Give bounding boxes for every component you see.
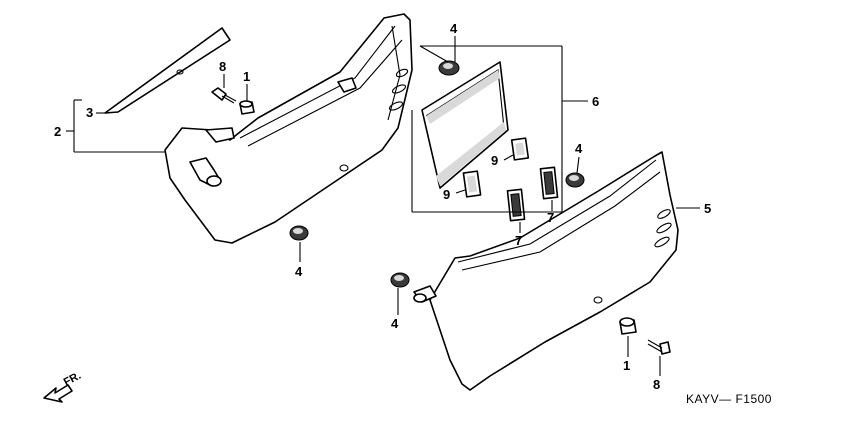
screw-right (647, 339, 671, 355)
label-caution-a (506, 188, 526, 222)
screw-left (211, 87, 237, 104)
grommet-left-lower (289, 225, 309, 241)
collar-left (239, 100, 255, 115)
label-set (421, 61, 509, 189)
right-side-cover (413, 151, 679, 391)
callout-3: 3 (86, 105, 93, 120)
callout-4-center: 4 (391, 316, 399, 331)
callout-4-top: 4 (450, 21, 458, 36)
callout-8-left: 8 (219, 59, 226, 74)
label-small-a (510, 137, 530, 161)
callout-8-right: 8 (653, 377, 660, 392)
callouts: 3 2 8 1 4 6 9 9 4 7 7 5 4 4 1 8 (54, 21, 711, 392)
grommet-center (390, 272, 410, 288)
direction-label: FR. (62, 370, 83, 389)
callout-7-left: 7 (515, 233, 522, 248)
front-direction-arrow: FR. (43, 370, 83, 403)
callout-9-lower: 9 (443, 187, 450, 202)
callout-5: 5 (704, 201, 711, 216)
emblem-strip (104, 27, 231, 114)
callout-7-right: 7 (547, 210, 554, 225)
callout-9-upper: 9 (491, 153, 498, 168)
callout-1-right: 1 (623, 358, 630, 373)
collar-right (619, 317, 637, 335)
diagram-code: KAYV— F1500 (686, 392, 772, 406)
label-small-b (462, 170, 482, 198)
grommet-right (565, 172, 585, 188)
label-caution-b (539, 166, 559, 200)
callout-2: 2 (54, 124, 61, 139)
callout-6: 6 (592, 94, 599, 109)
left-side-cover (164, 13, 413, 244)
callout-1-left: 1 (243, 69, 250, 84)
callout-4-lower-left: 4 (295, 264, 303, 279)
callout-4-right: 4 (575, 141, 583, 156)
grommet-top (438, 60, 460, 76)
leader-lines (66, 36, 700, 376)
